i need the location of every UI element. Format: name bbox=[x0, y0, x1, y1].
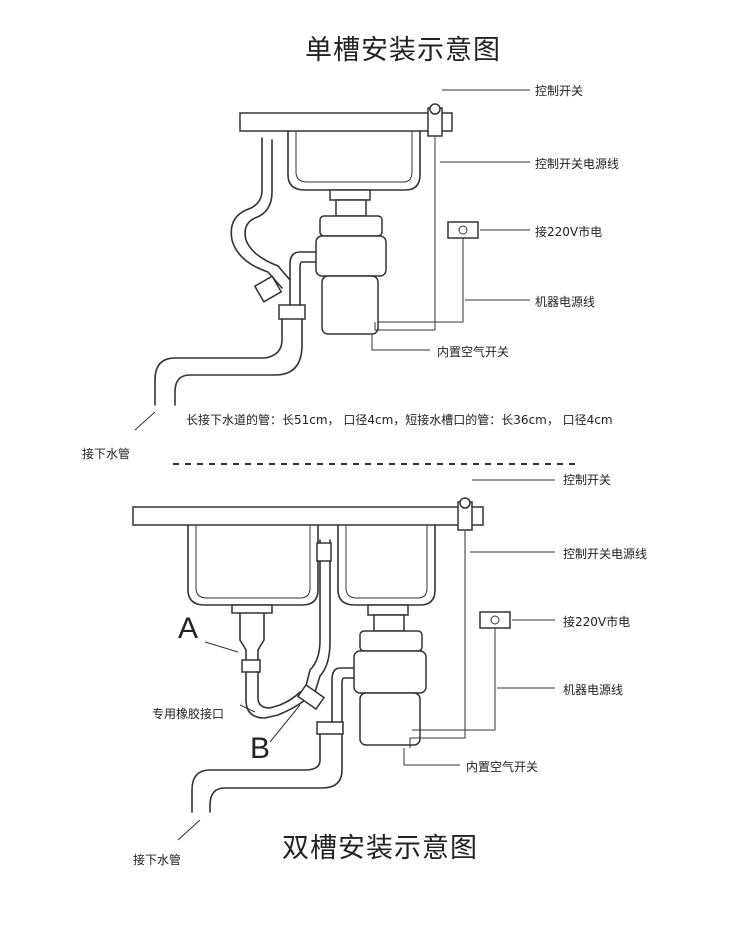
marker-a: A bbox=[178, 612, 199, 645]
double-machine-cable-label: 机器电源线 bbox=[563, 683, 624, 697]
single-drain-label: 接下水管 bbox=[82, 447, 131, 461]
double-air-switch-label: 内置空气开关 bbox=[466, 760, 539, 774]
double-switch-cable-label: 控制开关电源线 bbox=[563, 547, 648, 561]
rubber-joint-label: 专用橡胶接口 bbox=[152, 707, 225, 721]
single-switch-label: 控制开关 bbox=[535, 84, 584, 98]
double-power-label: 接220V市电 bbox=[563, 615, 631, 629]
single-switch-cable-label: 控制开关电源线 bbox=[535, 157, 620, 171]
single-sink-title: 单槽安装示意图 bbox=[305, 35, 501, 66]
double-sink-title: 双槽安装示意图 bbox=[282, 833, 478, 864]
single-machine-cable-label: 机器电源线 bbox=[535, 295, 596, 309]
double-switch-label: 控制开关 bbox=[563, 473, 612, 487]
marker-b: B bbox=[250, 732, 271, 765]
double-drain-label: 接下水管 bbox=[133, 853, 182, 867]
single-air-switch-label: 内置空气开关 bbox=[437, 345, 510, 359]
single-power-label: 接220V市电 bbox=[535, 225, 603, 239]
pipe-spec-note: 长接下水道的管：长51cm， 口径4cm，短接水槽口的管：长36cm， 口径4c… bbox=[186, 413, 613, 427]
